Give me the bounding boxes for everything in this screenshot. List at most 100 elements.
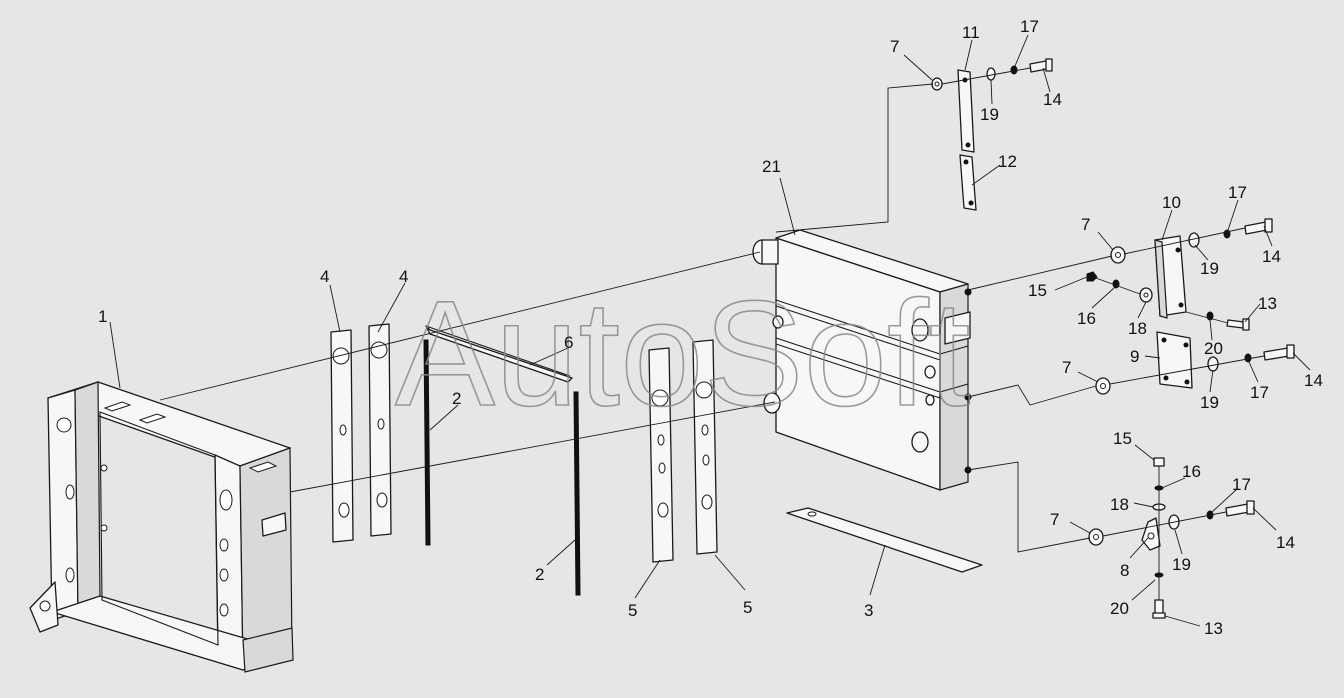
leader-13b [1164,615,1201,627]
radiator-pipe-body [761,239,779,265]
leader-17a [1014,34,1029,67]
callout-9: 9 [1130,347,1139,366]
washer-19 [1207,356,1219,372]
washer-hole [1100,383,1106,389]
radiator-divider [939,345,969,355]
callout-19b: 19 [1200,259,1219,278]
bolt-14-head [1286,344,1295,359]
plate-3 [786,507,983,573]
frame-hole [219,538,229,552]
washer-hole [934,81,940,87]
assembly-line [1185,311,1229,324]
callout-19c: 19 [1200,393,1219,412]
radiator-stud [925,394,935,406]
leader-20a [1209,319,1213,341]
frame-small-bracket [261,512,287,537]
callout-13a: 13 [1258,294,1277,313]
washer-hole [1093,534,1099,540]
bolt-14-head [1246,500,1255,515]
frame-corner-plate [242,627,294,673]
plate-hole [807,511,817,517]
callout-16b: 16 [1182,462,1201,481]
strip-hole [695,381,713,399]
frame-hole [219,603,229,617]
callout-12: 12 [998,152,1017,171]
bolt-14 [1225,503,1250,517]
callout-15b: 15 [1113,429,1132,448]
callout-17c: 17 [1250,383,1269,402]
strip-hole [377,418,385,430]
strip-hole [376,492,388,508]
callout-20b: 20 [1110,599,1129,618]
radiator-stud [772,315,784,329]
bolt-14-head [1045,58,1053,72]
frame-hole [65,484,75,500]
leader-9 [1144,355,1161,359]
part-5-strips [648,339,718,563]
callout-20a: 20 [1204,339,1223,358]
bracket-hole [1175,247,1181,253]
strip-hole [339,424,347,436]
strip-hole [370,341,388,359]
callout-15a: 15 [1028,281,1047,300]
leader-6 [529,347,569,366]
bracket-hole [1147,532,1155,540]
callout-7d: 7 [1050,510,1059,529]
part-6-bar [425,325,573,383]
leader-7d [1069,521,1091,534]
leader-5b [714,554,746,591]
leader-7a [903,54,933,81]
radiator-divider [775,305,941,361]
assembly-line [967,384,1097,406]
callout-5a: 5 [628,601,637,620]
callout-13b: 13 [1204,619,1223,638]
part-1-frame [29,381,294,673]
radiator-pipe [911,318,929,342]
leader-17c [1248,361,1259,383]
radiator-divider [939,383,969,393]
leader-17d [1211,489,1237,513]
frame-hole [56,417,72,433]
callout-1: 1 [98,307,107,326]
radiator-side-bracket [944,311,971,345]
lockwasher-17 [1244,353,1252,363]
assembly-line [967,461,1091,553]
assembly-line [1092,276,1141,295]
radiator-divider [775,337,941,393]
assembly-line [1123,227,1246,255]
washer-hole [1143,292,1149,298]
assembly-line [1102,511,1227,537]
leader-14b [1263,225,1273,247]
leader-7b [1097,231,1114,251]
callout-7b: 7 [1081,215,1090,234]
strip-hole [702,454,710,466]
assembly-line [1109,355,1265,385]
radiator-pipe [911,431,929,453]
callout-19d: 19 [1172,555,1191,574]
assembly-line [159,251,761,401]
callout-17b: 17 [1228,183,1247,202]
assembly-lines [159,67,1265,600]
radiator-side-stud [964,288,972,296]
strip-hole [701,494,713,510]
strip-hole [658,462,666,474]
callout-6: 6 [564,333,573,352]
leader-14d [1252,507,1277,531]
frame-hole [100,524,108,532]
callout-14c: 14 [1304,371,1323,390]
leader-2a [429,404,459,431]
assembly-line [775,83,934,233]
frame-slot [138,413,167,424]
callout-16a: 16 [1077,309,1096,328]
frame-slot [248,461,278,473]
bracket-hole [1183,342,1189,348]
leader-12 [971,164,1001,186]
leader-16b [1161,477,1186,489]
strip-hole [332,347,350,365]
radiator-divider [775,343,941,399]
callout-7a: 7 [890,37,899,56]
bracket-hole [1178,302,1184,308]
strip-hole [701,424,709,436]
frame-left-post-side [74,381,101,614]
